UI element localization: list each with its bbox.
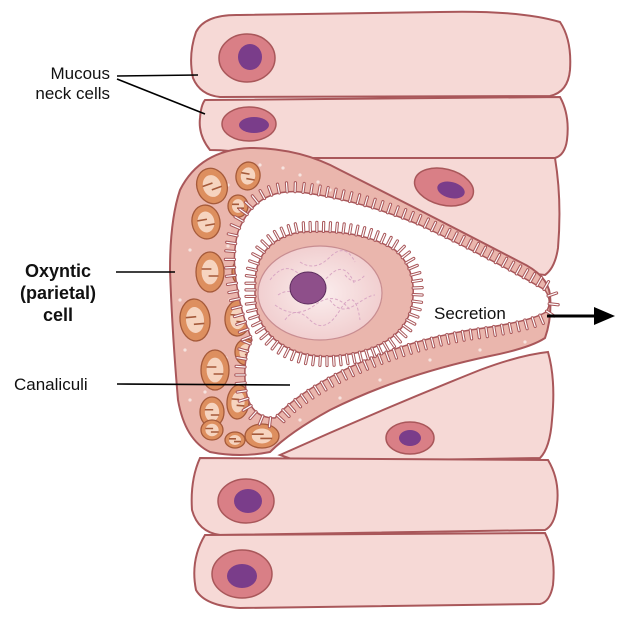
cytoplasm-dot (226, 244, 229, 247)
cytoplasm-dot (203, 390, 206, 393)
mucous-cell-bottom-2 (194, 533, 553, 608)
mitochondrion (201, 420, 223, 440)
nucleus (234, 489, 262, 513)
microvillus-core (226, 267, 235, 268)
microvillus-core (236, 366, 245, 367)
microvillus-core (286, 183, 287, 192)
leader-mucous-1 (117, 75, 198, 76)
cytoplasm-dot (258, 163, 261, 166)
cytoplasm-dot (298, 173, 301, 176)
cytoplasm-dot (316, 180, 319, 183)
label-mucous-line-1: Mucous (8, 64, 110, 84)
label-mucous-line-2: neck cells (8, 84, 110, 104)
mitochondrion (225, 432, 245, 448)
cytoplasm-dot (188, 398, 191, 401)
leader-canaliculi (117, 384, 290, 385)
label-oxyntic-line-3: cell (6, 304, 110, 326)
cytoplasm-dot (378, 378, 381, 381)
microvillus-core (236, 383, 245, 384)
cytoplasm-dot (183, 348, 186, 351)
microvillus-core (226, 251, 235, 252)
cytoplasm-dot (281, 166, 284, 169)
label-oxyntic-line-1: Oxyntic (6, 260, 110, 282)
cytoplasm-dot (188, 248, 191, 251)
mucous-cell-top-1 (191, 12, 570, 97)
nucleolus (290, 272, 326, 304)
cytoplasm-dot (428, 358, 431, 361)
cytoplasm-dot (478, 348, 481, 351)
nucleus (227, 564, 257, 588)
nucleus (239, 117, 269, 133)
mucous-cell-bottom-1 (192, 458, 558, 535)
nucleus (238, 44, 262, 70)
leader-mucous-2 (117, 79, 205, 114)
label-mucous-neck-cells: Mucous neck cells (8, 64, 110, 104)
microvillus-core (320, 356, 321, 365)
right-arrow-icon (547, 307, 615, 325)
mitochondrion (245, 424, 279, 448)
cytoplasm-dot (523, 340, 526, 343)
microvillus-core (337, 223, 338, 232)
label-oxyntic-cell: Oxyntic (parietal) cell (6, 260, 110, 326)
cytoplasm-dot (178, 298, 181, 301)
microvillus-core (334, 356, 335, 365)
cytoplasm-dot (338, 396, 341, 399)
cytoplasm-dot (298, 418, 301, 421)
label-oxyntic-line-2: (parietal) (6, 282, 110, 304)
nucleus (399, 430, 421, 446)
mitochondrion (196, 252, 224, 292)
label-secretion: Secretion (434, 304, 506, 324)
label-canaliculi: Canaliculi (14, 375, 88, 395)
